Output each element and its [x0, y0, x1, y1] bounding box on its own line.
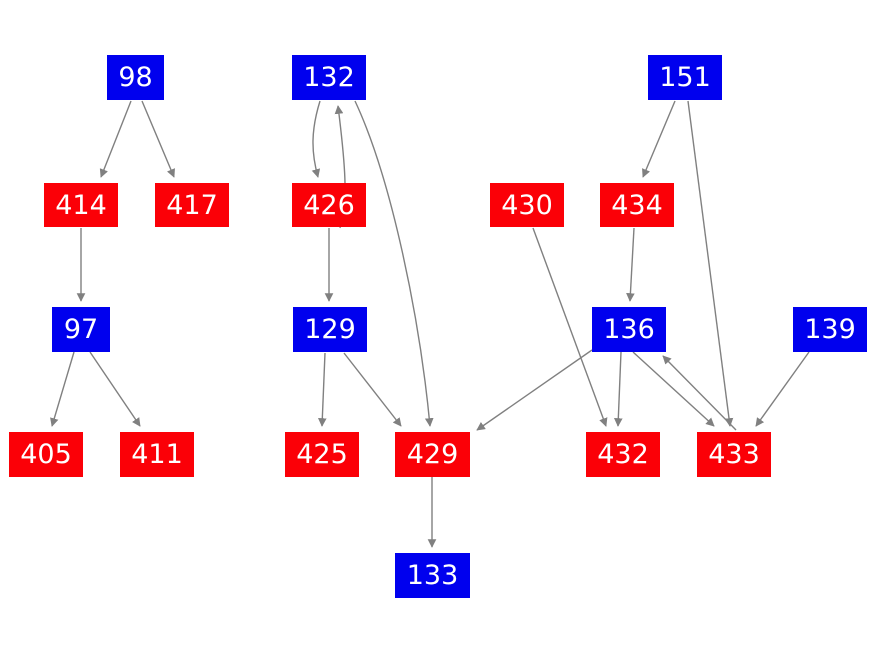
graph-node-98[interactable]: 98: [107, 55, 164, 100]
graph-node-411[interactable]: 411: [120, 432, 194, 477]
graph-edge: [662, 355, 737, 431]
graph-node-label: 433: [708, 439, 760, 470]
graph-edge: [311, 100, 321, 178]
graph-node-132[interactable]: 132: [292, 55, 366, 100]
graph-node-label: 97: [63, 314, 99, 345]
graph-node-label: 129: [304, 314, 356, 345]
graph-node-429[interactable]: 429: [395, 432, 470, 477]
graph-edge: [613, 351, 623, 427]
graph-node-414[interactable]: 414: [44, 183, 118, 227]
graph-node-426[interactable]: 426: [292, 183, 366, 227]
graph-edge: [141, 100, 175, 178]
graph-node-151[interactable]: 151: [648, 55, 722, 100]
graph-node-label: 405: [20, 439, 72, 470]
graph-edge: [89, 351, 141, 427]
graph-node-133[interactable]: 133: [395, 553, 470, 598]
graph-node-label: 151: [659, 62, 711, 93]
graph-node-432[interactable]: 432: [586, 432, 660, 477]
graph-node-136[interactable]: 136: [592, 307, 666, 352]
graph-edge: [476, 349, 593, 431]
graph-edge: [317, 352, 327, 427]
graph-node-label: 98: [118, 62, 153, 93]
graph-node-97[interactable]: 97: [52, 307, 110, 352]
graph-node-label: 417: [166, 189, 218, 221]
graph-node-label: 136: [603, 314, 655, 345]
graph-node-425[interactable]: 425: [285, 432, 359, 477]
graph-node-405[interactable]: 405: [9, 432, 83, 477]
graph-edge: [50, 351, 75, 427]
graph-node-label: 414: [55, 189, 107, 221]
graph-node-434[interactable]: 434: [600, 183, 674, 227]
graph-edge: [343, 352, 402, 427]
graph-node-label: 432: [597, 439, 649, 470]
graph-node-label: 133: [406, 560, 459, 591]
graph-edge: [642, 100, 676, 178]
graph-node-label: 132: [303, 62, 355, 93]
graph-node-430[interactable]: 430: [490, 183, 564, 227]
graph-edge: [354, 100, 434, 427]
graph-edge: [755, 351, 810, 427]
graph-edge: [626, 227, 635, 302]
graph-edge: [99, 100, 132, 178]
graph-node-417[interactable]: 417: [155, 183, 229, 227]
graph-node-label: 434: [611, 189, 663, 221]
graph-node-129[interactable]: 129: [293, 307, 367, 352]
graph-node-label: 139: [804, 314, 856, 345]
graph-node-label: 430: [501, 189, 553, 221]
graph-node-label: 426: [303, 189, 355, 221]
graph-node-433[interactable]: 433: [697, 432, 771, 477]
graph-edge: [532, 227, 608, 427]
graph-node-label: 429: [406, 439, 459, 470]
graph-node-label: 411: [131, 439, 183, 470]
graph-node-label: 425: [296, 439, 348, 470]
graph-edge: [687, 100, 734, 427]
graph-node-139[interactable]: 139: [793, 307, 867, 352]
graph-edge: [632, 351, 715, 427]
